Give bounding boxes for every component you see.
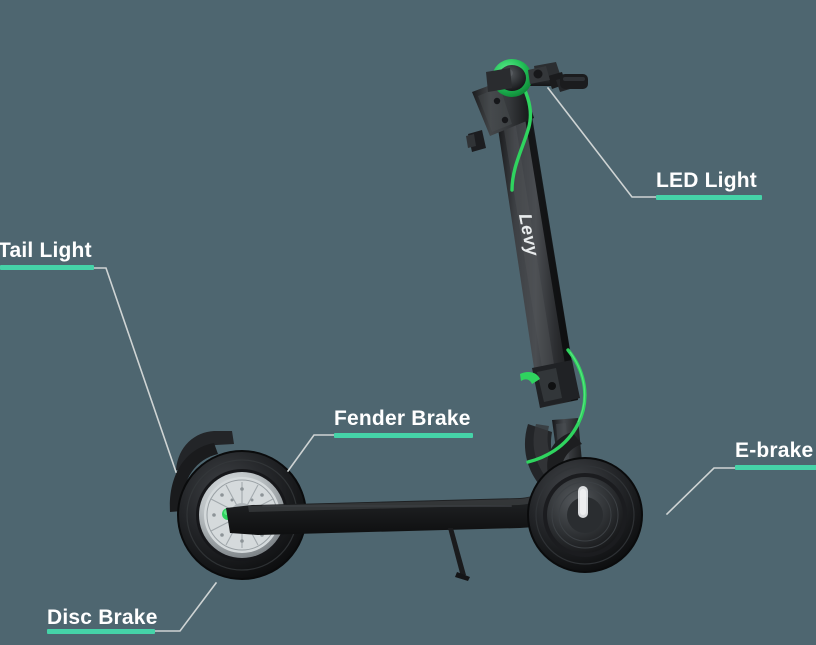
- callout-underline-fender-brake: [334, 433, 473, 438]
- callout-label-fender-brake: Fender Brake: [334, 407, 471, 430]
- deck-group: [226, 461, 590, 581]
- callout-label-disc-brake: Disc Brake: [47, 606, 158, 629]
- stem-group: Levy: [466, 74, 580, 408]
- callout-underline-tail-light: [0, 265, 94, 270]
- callout-label-tail-light: Tail Light: [0, 239, 92, 262]
- callout-label-led-light: LED Light: [656, 169, 757, 192]
- brake-cable-highlight: [569, 351, 586, 423]
- callout-label-e-brake: E-brake: [735, 439, 814, 462]
- leader-fender-brake: [286, 434, 335, 473]
- leader-disc-brake: [154, 581, 218, 632]
- leader-led-light: [546, 86, 657, 198]
- callout-underline-disc-brake: [47, 629, 155, 634]
- leader-e-brake: [665, 467, 736, 516]
- leader-tail-light: [93, 267, 178, 474]
- callout-underline-led-light: [656, 195, 762, 200]
- front-wheel-group: [527, 432, 643, 573]
- handlebar-group: [486, 59, 588, 97]
- callout-underline-e-brake: [735, 465, 816, 470]
